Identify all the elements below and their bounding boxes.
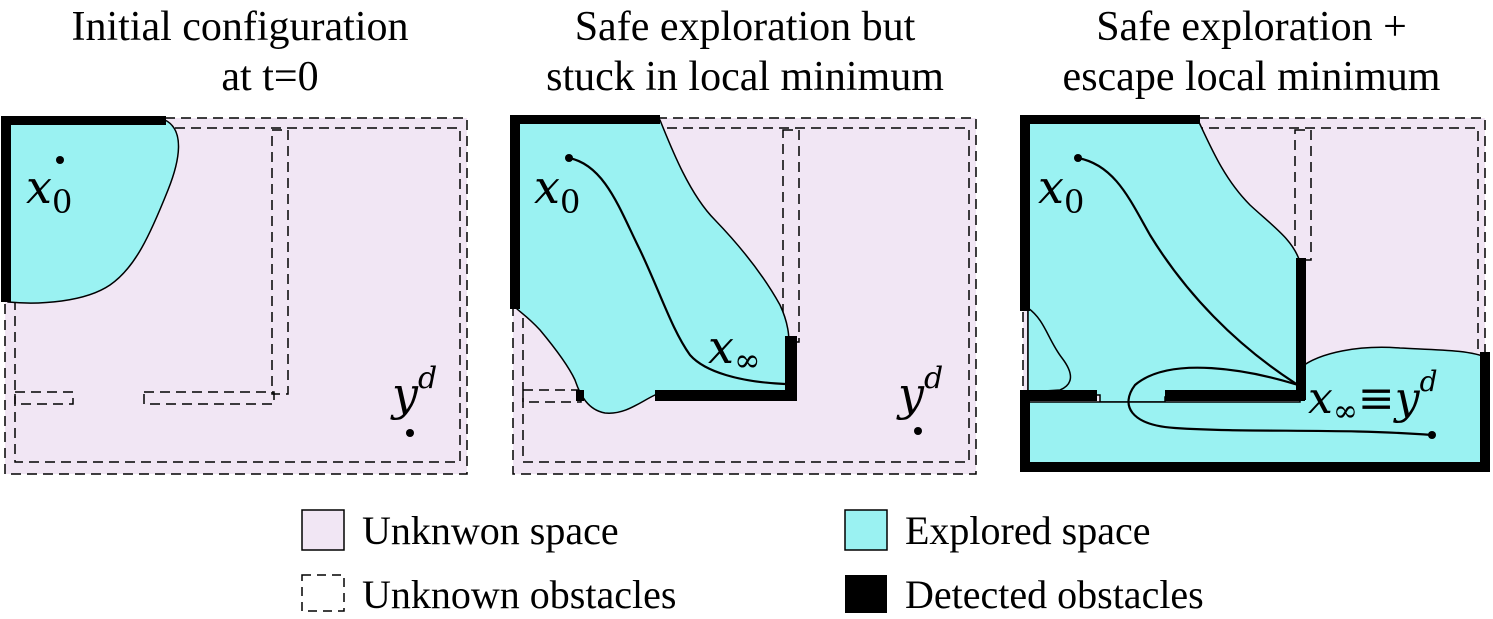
detected-obstacles [510,115,797,401]
detected-obstacle-wall [1296,258,1306,400]
detected-obstacle-left [510,115,520,309]
panel-1: x0 yd [1,116,468,475]
end-label: x∞ [708,320,761,379]
goal-label: yd [896,361,943,421]
explored-space-region-left [1027,306,1072,393]
start-label: x0 [26,160,72,221]
explored-space-region [7,119,180,304]
start-point [565,154,573,162]
detected-obstacles [1,116,166,302]
unknown-obstacle-ledge-right [143,391,275,405]
panel-2-title: Safe exploration but stuck in local mini… [490,2,1000,102]
panel-2: x0 x∞ yd [510,115,977,475]
unknown-obstacle-wall [271,129,289,395]
legend-swatch-unknown-obstacles [301,574,345,612]
detected-obstacle-ledge [1020,390,1097,401]
goal-point [406,429,414,437]
detected-obstacle-ledge [576,390,584,401]
detected-obstacle-left-lower [1020,390,1030,470]
goal-label: yd [390,361,437,421]
detected-obstacle-right [1480,352,1490,470]
detected-obstacle-floor [655,390,797,401]
panel-3-title-line2: escape local minimum [1062,54,1441,100]
detected-obstacle-bottom [1020,462,1490,472]
detected-obstacle-floor [1165,390,1305,401]
legend-swatch-explored-space [844,509,888,551]
panel-2-title-line2: stuck in local minimum [546,54,944,100]
trajectory-first [1077,156,1299,386]
start-point [56,156,64,164]
goal-point [914,427,922,435]
detected-obstacle-top [1020,115,1200,124]
legend-swatch-unknown-space [301,509,345,551]
panel-1-title: Initial configuration at t=0 [0,2,480,102]
trajectory [568,156,786,386]
unknown-obstacle-wall [782,129,800,343]
end-goal-label: x∞≡yd [1308,365,1438,429]
legend-label-unknown-space: Unknwon space [362,508,619,553]
legend-label-explored-space: Explored space [905,508,1150,553]
panel-1-title-line2: at t=0 [221,54,319,100]
unknown-obstacle-inner [14,127,461,463]
legend-swatch-detected-obstacles [845,575,887,613]
trajectory-escape [1127,366,1433,437]
detected-obstacle-top [510,115,660,124]
detected-obstacles [1020,115,1490,472]
detected-obstacle-corner [785,336,797,401]
detected-obstacle-left [1020,115,1030,311]
legend: Unknwon space Unknown obstacles Explored… [301,508,1204,617]
start-point [1074,154,1082,162]
start-label: x0 [534,160,580,221]
legend-label-unknown-obstacles: Unknown obstacles [362,572,676,617]
panel-3-title: Safe exploration + escape local minimum [1010,2,1493,102]
panel-1-title-line1: Initial configuration [71,4,409,50]
panel-3-title-line1: Safe exploration + [1096,4,1407,50]
explored-space-region [515,119,790,414]
legend-label-detected-obstacles: Detected obstacles [905,572,1204,617]
detected-obstacle-left [1,116,11,302]
panel-3: x0 x∞≡yd [1020,115,1490,472]
unknown-obstacle-ledge-left [14,391,74,405]
detected-obstacle-top [1,116,166,125]
goal-point [1428,431,1436,439]
start-label: x0 [1038,160,1084,221]
panel-2-title-line1: Safe exploration but [574,4,916,50]
